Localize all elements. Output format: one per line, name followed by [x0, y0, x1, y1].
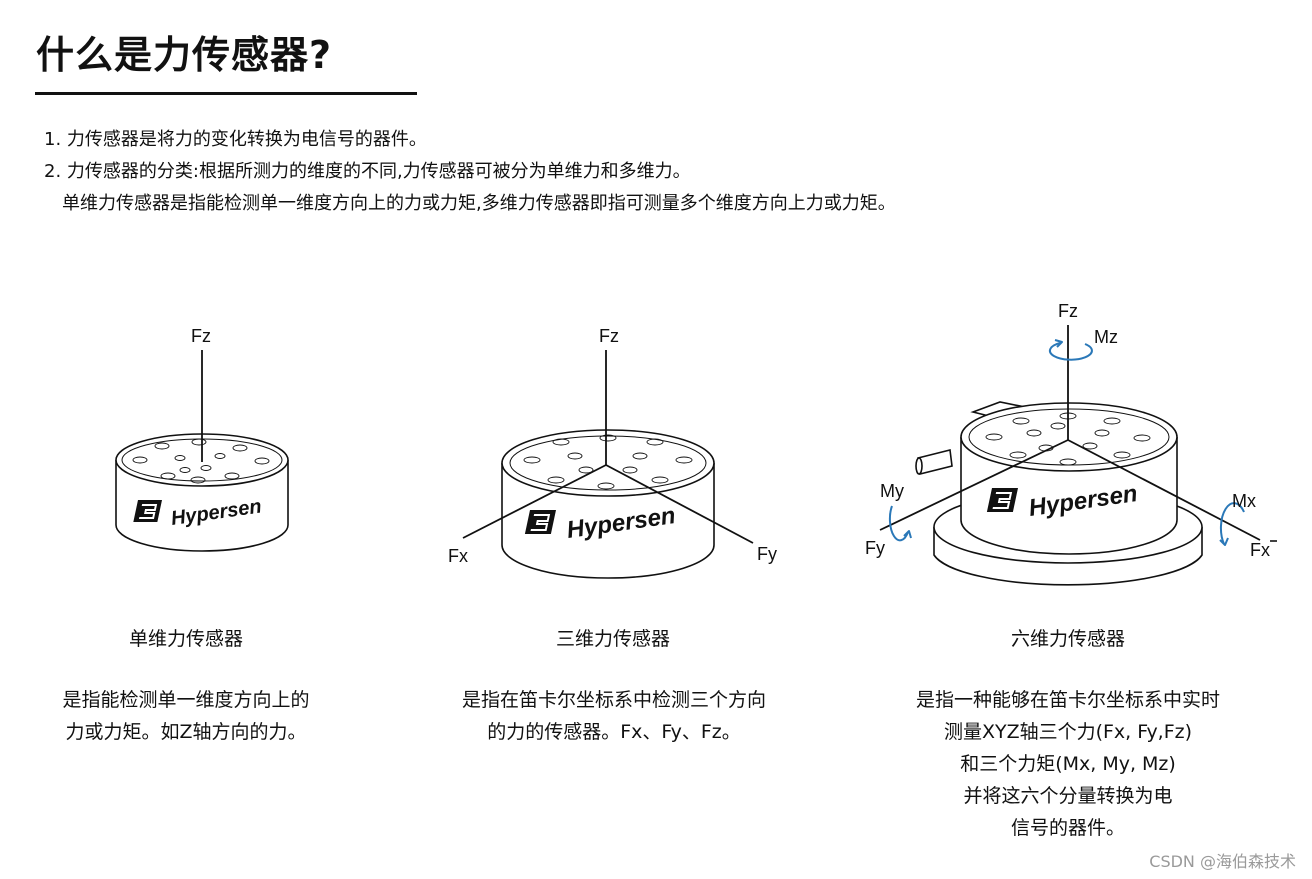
hypersen-logo-icon	[133, 500, 162, 522]
fy-axis-line	[605, 464, 754, 544]
description-line: 测量XYZ轴三个力(Fx, Fy,Fz)	[943, 721, 1193, 743]
intro-line-2: 2. 力传感器的分类:根据所测力的维度的不同,力传感器可被分为单维力和多维力。	[44, 161, 691, 182]
fx-axis-line	[1067, 439, 1261, 541]
description-line: 的力的传感器。Fx、Fy、Fz。	[487, 721, 741, 743]
description-line: 和三个力矩(Mx, My, Mz)	[960, 753, 1176, 775]
intro-line-3: 单维力传感器是指能检测单一维度方向上的力或力矩,多维力传感器即指可测量多个维度方…	[62, 193, 896, 214]
six-axis-sensor-description: 是指一种能够在笛卡尔坐标系中实时 测量XYZ轴三个力(Fx, Fy,Fz) 和三…	[878, 684, 1258, 844]
fy-label: Fy	[757, 544, 777, 564]
six-axis-sensor-body	[960, 402, 1178, 555]
page-title: 什么是力传感器?	[36, 33, 333, 77]
fx-label: Fx	[1250, 540, 1270, 560]
description-line: 是指在笛卡尔坐标系中检测三个方向	[461, 689, 766, 711]
my-label: My	[880, 481, 904, 501]
fx-label: Fx	[448, 546, 468, 566]
title-underline	[35, 92, 417, 95]
mz-label: Mz	[1094, 327, 1118, 347]
fy-label: Fy	[865, 538, 885, 558]
mx-label: Mx	[1232, 491, 1256, 511]
single-axis-sensor-name: 单维力传感器	[128, 628, 243, 650]
hypersen-logo-icon	[524, 510, 556, 534]
three-axis-sensor-name: 三维力传感器	[555, 628, 670, 650]
mounting-holes	[132, 438, 270, 484]
intro-line-1: 1. 力传感器是将力的变化转换为电信号的器件。	[44, 129, 427, 150]
description-line: 是指一种能够在笛卡尔坐标系中实时	[915, 689, 1220, 711]
fz-label: Fz	[191, 326, 211, 346]
description-line: 信号的器件。	[1010, 817, 1125, 839]
mx-rotation-arrow-icon	[1219, 502, 1245, 546]
fz-label: Fz	[1058, 301, 1078, 321]
description-line: 并将这六个分量转换为电	[963, 785, 1173, 807]
watermark: CSDN @海伯森技术	[1149, 852, 1296, 871]
single-axis-sensor-description: 是指能检测单一维度方向上的 力或力矩。如Z轴方向的力。	[36, 684, 336, 748]
mounting-holes	[523, 434, 693, 490]
mz-rotation-arrow-icon	[1048, 339, 1093, 361]
three-axis-sensor-description: 是指在笛卡尔坐标系中检测三个方向 的力的传感器。Fx、Fy、Fz。	[424, 684, 804, 748]
fx-axis-line	[462, 464, 607, 539]
six-axis-sensor-name: 六维力传感器	[1010, 628, 1125, 650]
description-line: 是指能检测单一维度方向上的	[62, 689, 310, 711]
mounting-holes	[985, 412, 1151, 466]
intro-text: 1. 力传感器是将力的变化转换为电信号的器件。 2. 力传感器的分类:根据所测力…	[44, 124, 896, 220]
fy-axis-line	[879, 439, 1069, 531]
hypersen-logo-icon	[986, 488, 1018, 512]
my-rotation-arrow-icon	[888, 505, 912, 542]
description-line: 力或力矩。如Z轴方向的力。	[65, 721, 307, 743]
fz-label: Fz	[599, 326, 619, 346]
